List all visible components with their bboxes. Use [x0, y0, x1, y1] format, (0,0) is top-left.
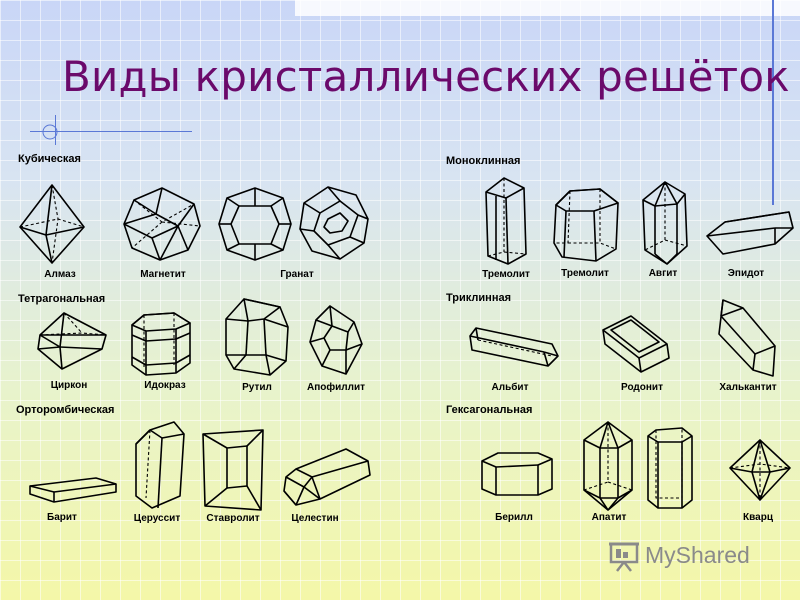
avgit-crystal — [642, 181, 688, 265]
section-triclinic: Триклинная — [446, 292, 511, 304]
label-magnetit: Магнетит — [140, 269, 186, 280]
epidot-crystal — [706, 211, 794, 255]
label-apatit: Апатит — [591, 512, 627, 523]
tsirkon-crystal — [37, 312, 107, 370]
section-cubic: Кубическая — [18, 153, 81, 165]
label-avgit: Авгит — [648, 268, 678, 279]
berill-crystal — [481, 452, 553, 496]
label-berill: Берилл — [495, 512, 533, 523]
presentation-board-icon — [609, 542, 639, 572]
label-rutil: Рутил — [242, 382, 272, 393]
label-khalkantit: Халькантит — [719, 382, 777, 393]
tselestin-crystal — [283, 448, 371, 506]
granat-crystal-2 — [299, 186, 369, 260]
kvarts-crystal — [729, 439, 791, 501]
idokraz-crystal — [131, 312, 191, 376]
albit-crystal — [469, 327, 559, 367]
label-barit: Барит — [47, 512, 77, 523]
tremolit-crystal-2 — [553, 188, 619, 262]
section-orthorhombic: Орторомбическая — [16, 404, 115, 416]
horizontal-deco-line — [30, 131, 192, 132]
stavrolit-crystal — [202, 429, 264, 511]
label-granat: Гранат — [280, 269, 314, 280]
apofillit-crystal — [309, 305, 363, 375]
granat-crystal-1 — [218, 187, 292, 261]
top-panel-decoration — [295, 0, 800, 16]
page-title: Виды кристаллических решёток — [62, 52, 790, 101]
label-almaz: Алмаз — [44, 269, 76, 280]
label-epidot: Эпидот — [727, 268, 765, 279]
label-tsirkon: Циркон — [50, 380, 88, 391]
label-albit: Альбит — [491, 382, 529, 393]
section-monoclinic: Моноклинная — [446, 155, 521, 167]
label-idokraz: Идокраз — [144, 380, 186, 391]
vertical-deco-tick — [55, 115, 56, 145]
tserussit-crystal — [135, 421, 185, 509]
label-apofillit: Апофиллит — [306, 382, 366, 393]
almaz-crystal — [19, 184, 85, 264]
magnetit-crystal — [123, 187, 201, 261]
label-rodonit: Родонит — [621, 382, 663, 393]
watermark-text: MyShared — [645, 542, 750, 568]
section-hexagonal: Гексагональная — [446, 404, 533, 416]
khalkantit-crystal — [718, 299, 776, 377]
barit-crystal — [29, 477, 117, 503]
tremolit-crystal-1 — [485, 177, 527, 265]
section-tetragonal: Тетрагональная — [18, 293, 106, 305]
label-stavrolit: Ставролит — [206, 513, 260, 524]
label-tremolit-1: Тремолит — [482, 269, 530, 280]
vertical-deco-line — [772, 0, 774, 205]
label-tremolit-2: Тремолит — [561, 268, 609, 279]
rutil-crystal — [225, 298, 289, 376]
circle-deco-icon — [42, 124, 58, 140]
myshared-watermark: MyShared — [605, 536, 775, 576]
label-kvarts: Кварц — [743, 512, 773, 523]
rodonit-crystal — [602, 315, 670, 373]
label-tselestin: Целестин — [291, 513, 339, 524]
apatit-crystal-2 — [647, 427, 693, 509]
apatit-crystal — [583, 421, 633, 511]
label-tserussit: Церуссит — [133, 513, 181, 524]
